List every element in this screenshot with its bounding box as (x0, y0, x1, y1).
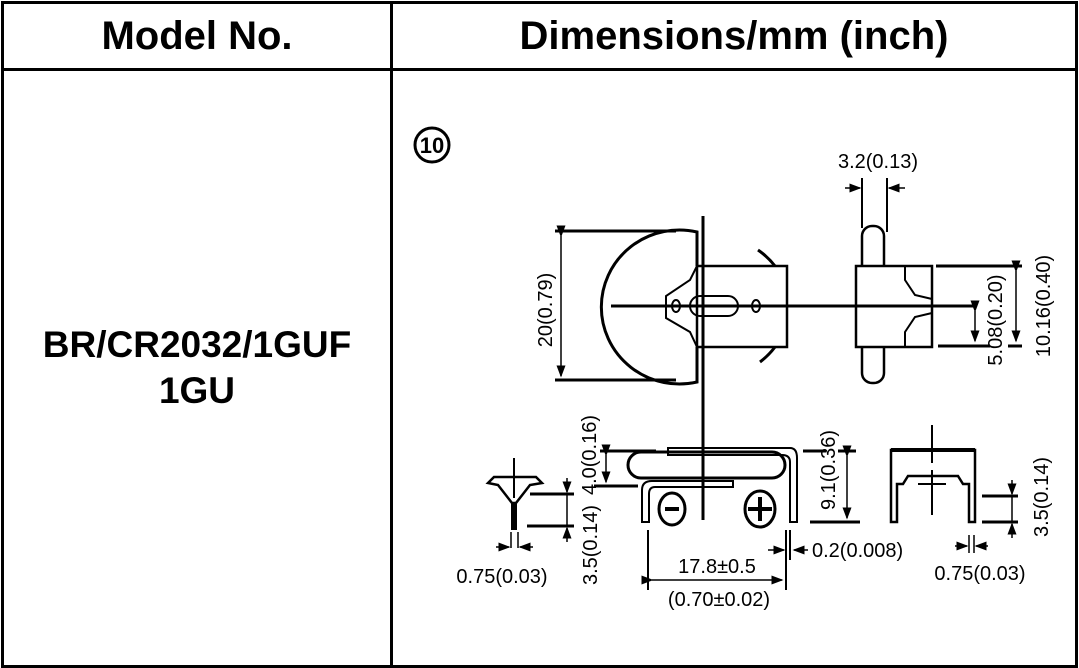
model-name-1: BR/CR2032/1GUF (42, 324, 352, 365)
dim-pin-length-right: 3.5(0.14) (1031, 457, 1053, 537)
model-name-2: 1GU (158, 370, 236, 411)
dim-pitch-outer: 10.16(0.40) (1033, 255, 1055, 357)
dim-pin-width-left: 0.75(0.03) (456, 566, 547, 588)
end-view-right (889, 425, 1018, 553)
dim-span-in: (0.70±0.02) (668, 589, 770, 611)
dim-diameter: 20(0.79) (535, 273, 557, 348)
svg-text:10: 10 (420, 133, 444, 158)
dim-pitch-inner: 5.08(0.20) (985, 274, 1007, 365)
pin-view-left (485, 458, 574, 552)
index-badge: 10 (413, 126, 451, 164)
column-divider (390, 4, 393, 665)
dim-pin-width-right: 0.75(0.03) (934, 563, 1025, 585)
side-view (845, 178, 1022, 385)
header-dimensions: Dimensions/mm (inch) (393, 4, 1075, 71)
model-cell: BR/CR2032/1GUF 1GU (4, 71, 390, 665)
dim-height-total: 4.0(0.16) (579, 415, 601, 495)
dim-pin-length-left: 3.5(0.14) (580, 505, 602, 585)
header-model-no: Model No. (4, 4, 390, 71)
front-view (594, 444, 860, 590)
top-view (555, 216, 975, 520)
dim-thickness: 0.2(0.008) (812, 540, 903, 562)
dim-width-side: 3.2(0.13) (838, 151, 918, 173)
dim-height-front: 9.1(0.36) (818, 430, 840, 510)
dim-span-mm: 17.8±0.5 (678, 556, 756, 578)
